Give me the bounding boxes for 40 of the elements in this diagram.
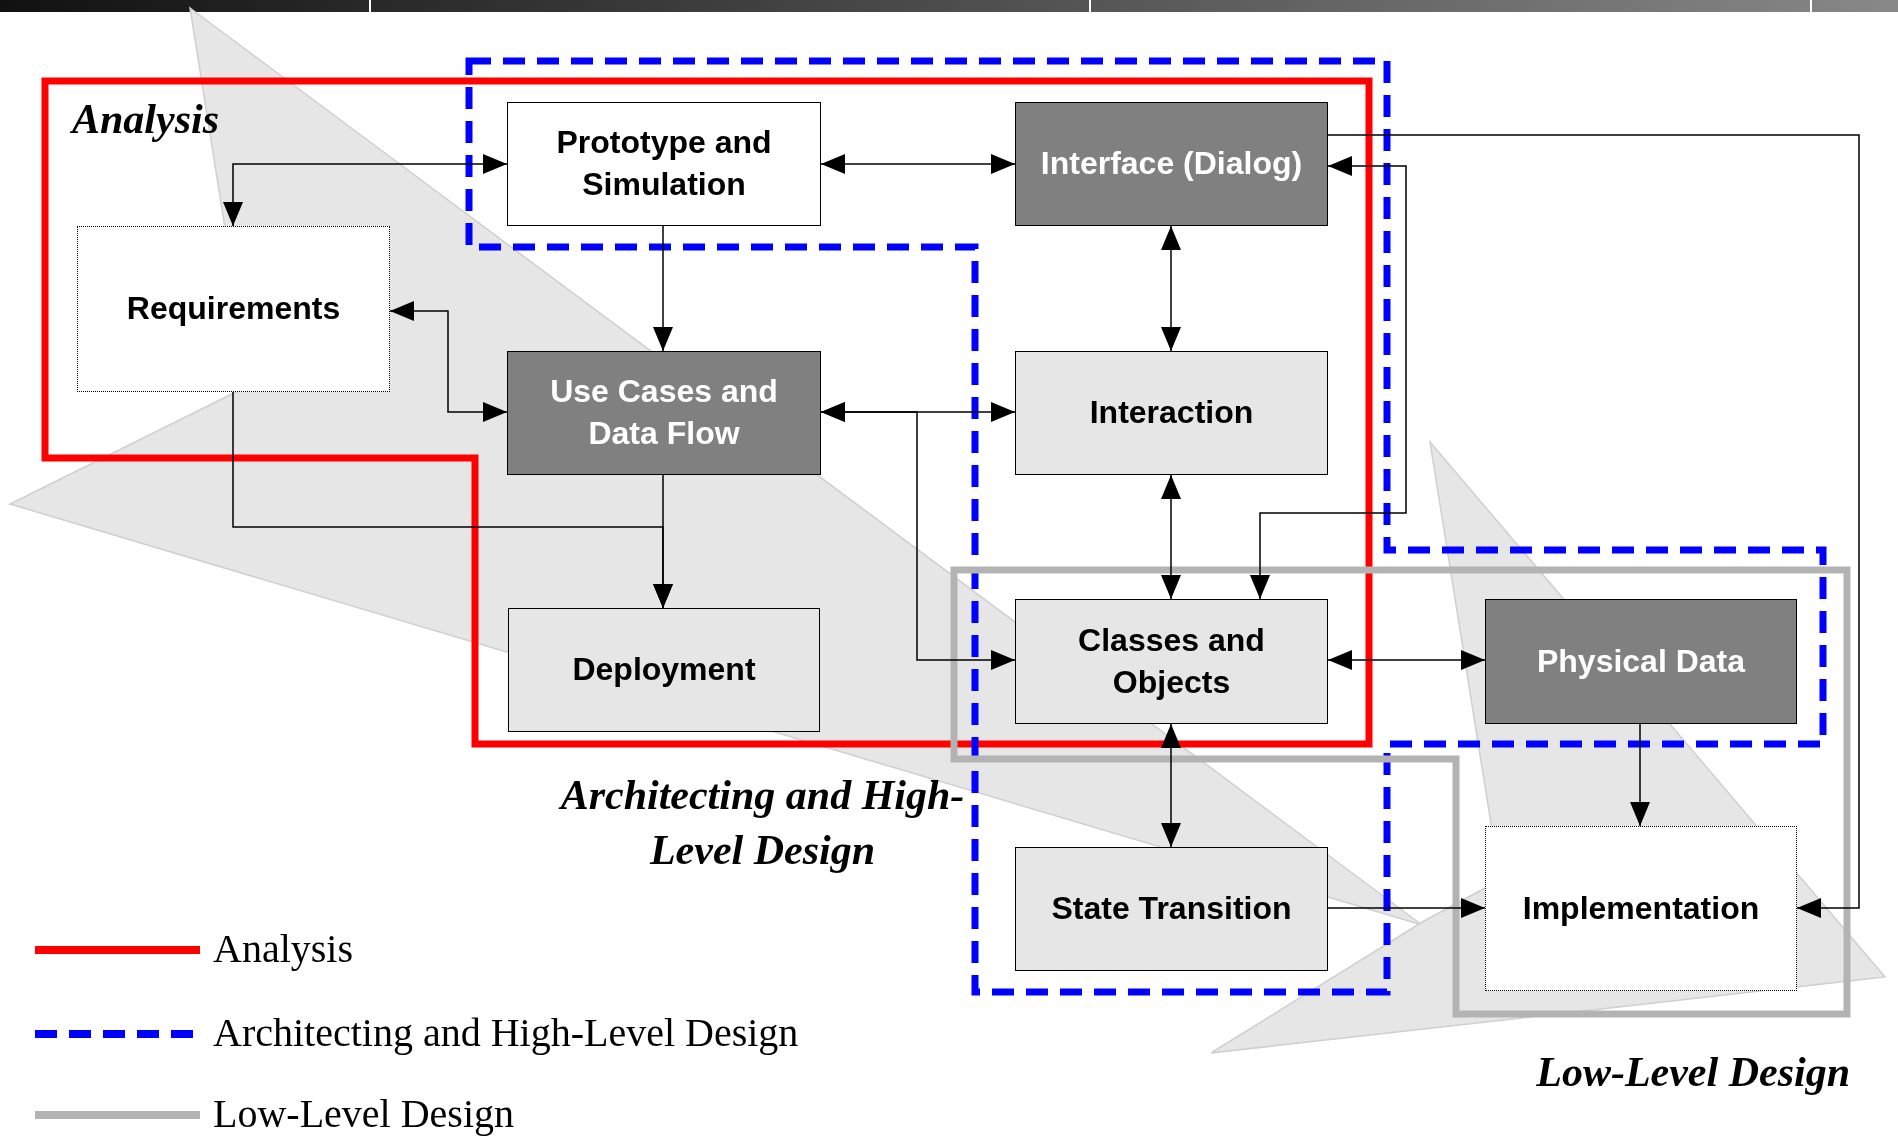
process-box xyxy=(507,102,821,226)
process-box xyxy=(1485,599,1797,724)
arrow xyxy=(1327,898,1486,918)
arrow xyxy=(232,391,673,609)
node-label: State Transition xyxy=(1051,889,1292,929)
process-box xyxy=(507,351,821,475)
legend-label: Analysis xyxy=(213,925,353,973)
arrow xyxy=(820,402,1016,670)
node-label: Prototype and Simulation xyxy=(555,123,773,204)
region-label: Low-Level Design xyxy=(1535,1048,1850,1097)
arrow xyxy=(1161,474,1181,600)
arrow xyxy=(1161,225,1181,352)
arrow xyxy=(1161,723,1181,848)
node-label: Use Cases and Data Flow xyxy=(549,372,779,453)
node-label: Classes and Objects xyxy=(1077,620,1266,702)
node-label: Requirements xyxy=(126,289,341,329)
arrow xyxy=(1327,134,1860,918)
arrow xyxy=(820,154,1016,174)
arrow xyxy=(389,301,508,422)
arrow xyxy=(1327,650,1486,670)
process-box xyxy=(1015,351,1328,475)
region-label: Architecting and High-Level Design xyxy=(560,771,965,875)
process-box xyxy=(77,226,390,392)
node-label: Interaction xyxy=(1089,393,1254,433)
process-box xyxy=(1015,847,1328,971)
process-box xyxy=(1015,599,1328,724)
node-label: Interface (Dialog) xyxy=(1040,144,1303,184)
process-box xyxy=(1485,826,1797,991)
legend-label: Low-Level Design xyxy=(213,1090,514,1138)
arrow xyxy=(653,225,673,352)
region-label: Analysis xyxy=(72,95,220,144)
node-label: Physical Data xyxy=(1536,641,1746,681)
arrow xyxy=(1630,723,1650,827)
process-box xyxy=(508,608,820,732)
node-label: Implementation xyxy=(1522,888,1760,928)
arrow xyxy=(1250,156,1407,600)
process-box xyxy=(1015,102,1328,226)
legend-label: Architecting and High-Level Design xyxy=(213,1009,799,1057)
arrow xyxy=(223,154,508,227)
node-label: Deployment xyxy=(572,650,756,690)
